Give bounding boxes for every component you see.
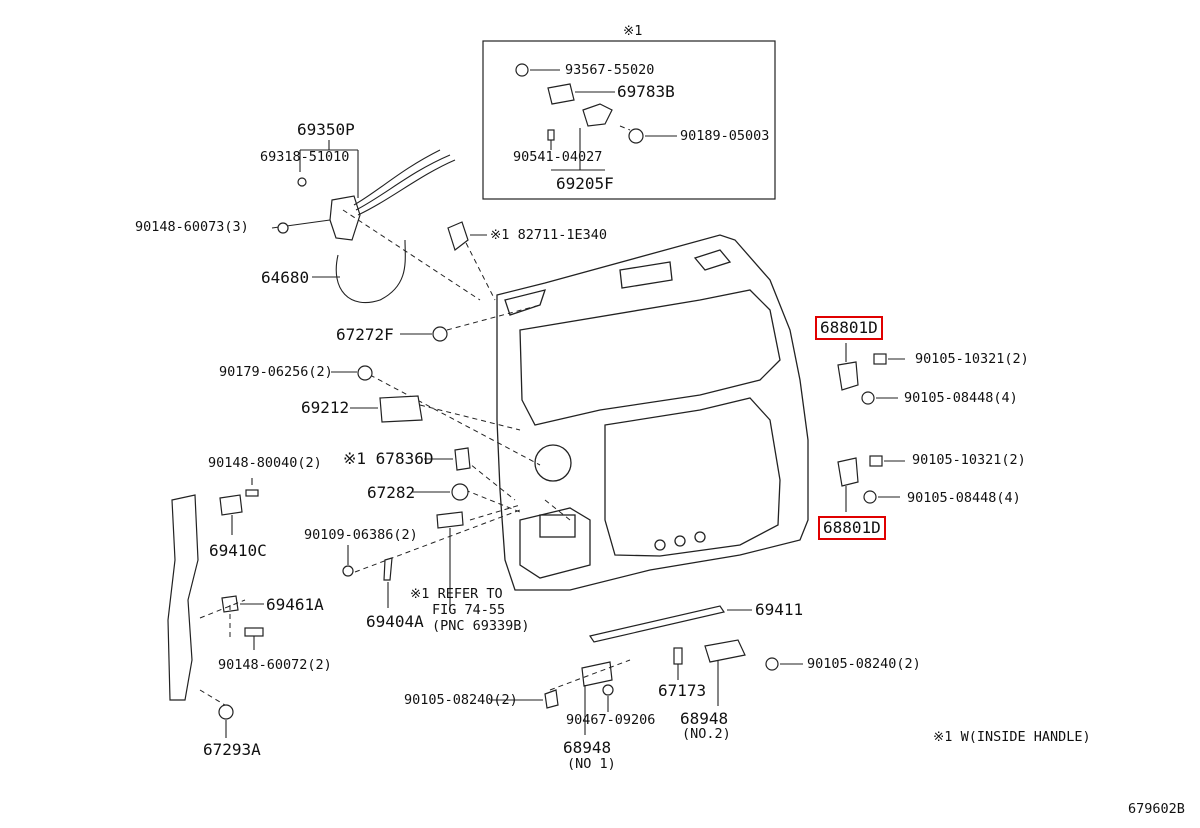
part-label-69212: 69212 bbox=[301, 398, 350, 417]
back-door-outline bbox=[496, 234, 809, 591]
part-label-69783B: 69783B bbox=[617, 82, 675, 101]
part-label-69205F: 69205F bbox=[556, 174, 614, 193]
part-label-67173: 67173 bbox=[658, 681, 707, 700]
inset-box bbox=[482, 40, 776, 200]
lock-assembly bbox=[271, 140, 481, 304]
part-label-69404A: 69404A bbox=[366, 612, 424, 631]
part-label-68948-no2: 68948 bbox=[680, 709, 729, 728]
part-label-90189-05003: 90189-05003 bbox=[680, 128, 770, 144]
part-label-69461A: 69461A bbox=[266, 595, 324, 614]
part-label-68801D-top: 68801D bbox=[815, 316, 883, 340]
part-label-90105-10321-top: 90105-10321(2) bbox=[915, 351, 1029, 367]
part-label-69411: 69411 bbox=[755, 600, 804, 619]
guide-lines bbox=[354, 234, 571, 573]
part-label-90109-06386: 90109-06386(2) bbox=[304, 527, 418, 543]
figure-id: 679602B bbox=[1128, 801, 1185, 817]
refer-note-line2: FIG 74-55 bbox=[432, 602, 506, 618]
part-label-90148-60072: 90148-60072(2) bbox=[218, 657, 332, 673]
part-label-67282: 67282 bbox=[367, 483, 416, 502]
part-label-90179-06256: 90179-06256(2) bbox=[219, 364, 333, 380]
hinge-components bbox=[837, 343, 905, 512]
inset-components bbox=[515, 63, 677, 171]
part-label-93567-55020: 93567-55020 bbox=[565, 62, 655, 78]
part-label-69318-51010: 69318-51010 bbox=[260, 149, 350, 165]
part-label-64680: 64680 bbox=[261, 268, 310, 287]
part-label-68948-no1: 68948 bbox=[563, 738, 612, 757]
refer-note-line1: ※1 REFER TO bbox=[410, 586, 503, 602]
part-label-90105-08448-top: 90105-08448(4) bbox=[904, 390, 1018, 406]
part-label-90148-60073: 90148-60073(3) bbox=[135, 219, 249, 235]
part-label-68801D-bottom: 68801D bbox=[818, 516, 886, 540]
part-label-69410C: 69410C bbox=[209, 541, 267, 560]
part-label-90105-08240-right: 90105-08240(2) bbox=[807, 656, 921, 672]
part-label-90541-04027: 90541-04027 bbox=[513, 149, 603, 165]
part-label-68948-no1-sub: (NO 1) bbox=[567, 756, 616, 772]
bottom-components bbox=[490, 605, 803, 735]
left-components bbox=[167, 221, 487, 738]
part-label-90105-10321-bottom: 90105-10321(2) bbox=[912, 452, 1026, 468]
part-label-67293A: 67293A bbox=[203, 740, 261, 759]
part-label-90105-08240-left: 90105-08240(2) bbox=[404, 692, 518, 708]
part-label-68948-no2-sub: (NO.2) bbox=[682, 726, 731, 742]
part-label-90467-09206: 90467-09206 bbox=[566, 712, 656, 728]
part-label-82711-1E340: ※1 82711-1E340 bbox=[490, 227, 607, 243]
refer-note-line3: (PNC 69339B) bbox=[432, 618, 530, 634]
part-label-69350P: 69350P bbox=[297, 120, 355, 139]
footnote: ※1 W(INSIDE HANDLE) bbox=[933, 729, 1091, 745]
part-label-90105-08448-bottom: 90105-08448(4) bbox=[907, 490, 1021, 506]
part-label-67836D: ※1 67836D bbox=[343, 449, 434, 468]
part-label-90148-80040: 90148-80040(2) bbox=[208, 455, 322, 471]
inset-marker: ※1 bbox=[623, 23, 643, 39]
part-label-67272F: 67272F bbox=[336, 325, 394, 344]
